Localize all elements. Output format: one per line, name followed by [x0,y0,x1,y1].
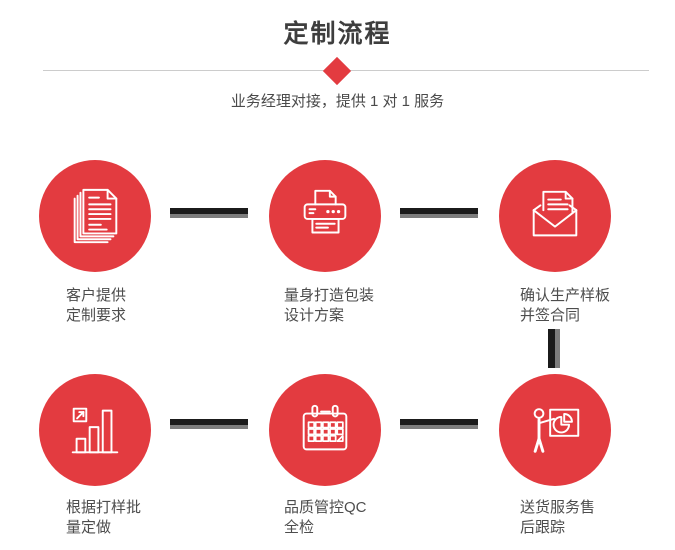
step-label-line: 设计方案 [284,307,345,324]
step-label-line: 全检 [284,519,315,536]
connector-v-1 [548,329,560,368]
step-label-line: 确认生产样板 [520,287,611,304]
step-circle-2 [269,160,381,272]
step-label-line: 定制要求 [66,307,127,324]
step-label-2: 量身打造包装 设计方案 [284,286,374,326]
step-label-line: 根据打样批 [66,499,142,516]
step-label-line: 后跟踪 [520,519,566,536]
step-label-3: 确认生产样板 并签合同 [520,286,610,326]
connector-h-4 [400,419,478,429]
page-title: 定制流程 [283,20,392,48]
step-label-line: 量身打造包装 [284,287,375,304]
step-circle-4 [39,374,151,486]
diamond-icon [322,56,352,86]
connector-h-3 [170,419,248,429]
documents-icon [73,188,118,244]
envelope-icon [532,190,578,237]
step-label-5: 品质管控QC 全检 [284,498,367,538]
step-label-line: 品质管控QC [284,499,367,516]
step-label-line: 客户提供 [66,287,127,304]
step-circle-1 [39,160,151,272]
bar-chart-icon [71,407,119,454]
subtitle: 业务经理对接，提供 1 对 1 服务 [230,93,445,110]
presentation-icon [533,408,580,453]
step-circle-6 [499,374,611,486]
connector-h-1 [170,208,248,218]
connector-h-2 [400,208,478,218]
step-label-line: 并签合同 [520,307,581,324]
step-circle-5 [269,374,381,486]
step-label-4: 根据打样批 量定做 [66,498,141,538]
step-label-1: 客户提供 定制要求 [66,286,126,326]
step-label-6: 送货服务售 后跟踪 [520,498,595,538]
step-label-line: 送货服务售 [520,499,596,516]
step-label-line: 量定做 [66,519,112,536]
step-circle-3 [499,160,611,272]
printer-icon [303,189,347,234]
calendar-icon [302,404,348,451]
